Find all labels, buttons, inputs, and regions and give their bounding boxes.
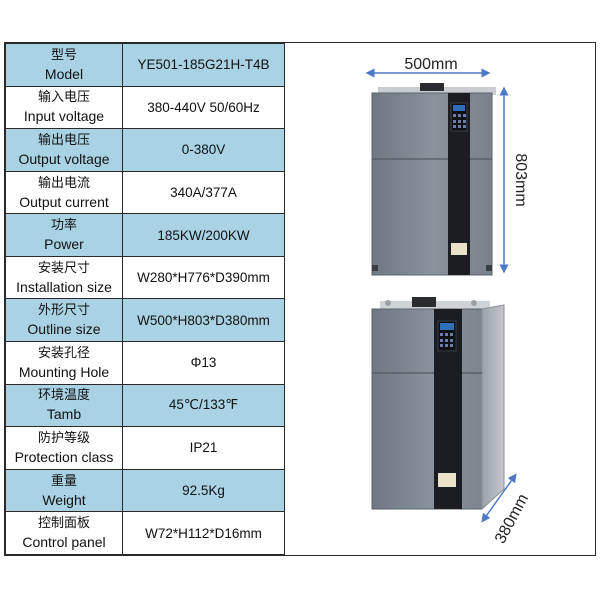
spec-label-english: Protection class [14,448,114,465]
spec-label-chinese: 功率 [50,218,77,234]
spec-label-chinese: 外形尺寸 [37,303,90,319]
spec-label: 安装尺寸 Installation size [5,255,123,300]
spec-row: 功率 Power 185KW/200KW [5,213,285,257]
spec-row: 安装孔径 Mounting Hole Φ13 [5,341,285,385]
spec-label-english: Mounting Hole [18,363,110,380]
spec-label-chinese: 型号 [50,47,77,63]
spec-sheet: 型号 Model YE501-185G21H-T4B 输入电压 Input voltag… [4,42,596,556]
spec-value: 92.5Kg [122,468,285,513]
spec-label-chinese: 安装尺寸 [37,260,90,276]
spec-label: 输出电压 Output voltage [5,128,123,172]
spec-label-chinese: 输出电压 [37,132,90,148]
spec-label-english: Power [44,236,84,253]
spec-value: W72*H112*D16mm [122,511,285,555]
spec-label-english: Tamb [46,406,82,423]
spec-value: 380-440V 50/60Hz [122,85,285,130]
inverter-perspective-view [371,297,505,511]
spec-value: 185KW/200KW [122,213,285,257]
spec-label-english: Output current [19,193,109,210]
spec-label: 安装孔径 Mounting Hole [5,341,123,385]
spec-row: 控制面板 Control panel W72*H112*D16mm [5,511,285,555]
spec-label-english: Control panel [22,534,106,551]
product-photo-panel: 500mm 803mm [288,43,594,555]
spec-label-chinese: 重量 [50,473,77,489]
spec-label: 外形尺寸 Outline size [5,298,123,343]
spec-row: 安装尺寸 Installation size W280*H776*D390mm [5,255,285,300]
spec-value: 45℃/133℉ [122,383,285,428]
spec-row: 外形尺寸 Outline size W500*H803*D380mm [5,298,285,343]
depth-dimension-arrow [481,473,517,523]
spec-label-chinese: 环境温度 [37,388,90,404]
spec-label-english: Model [44,65,84,82]
spec-label: 输出电流 Output current [5,170,123,215]
spec-label-english: Installation size [16,278,112,295]
spec-row: 型号 Model YE501-185G21H-T4B [5,43,285,87]
spec-label-chinese: 输出电流 [37,175,90,191]
spec-value: 340A/377A [122,170,285,215]
spec-row: 重量 Weight 92.5Kg [5,468,285,513]
spec-label-chinese: 防护等级 [37,430,90,446]
spec-row: 输入电压 Input voltage 380-440V 50/60Hz [5,85,285,130]
spec-label-english: Weight [42,491,86,508]
spec-row: 环境温度 Tamb 45℃/133℉ [5,383,285,428]
inverter-illustration: 500mm 803mm [365,56,532,546]
spec-label: 防护等级 Protection class [5,426,123,470]
spec-label: 功率 Power [5,213,123,257]
spec-value: W500*H803*D380mm [122,298,285,343]
spec-row: 防护等级 Protection class IP21 [5,426,285,470]
spec-value: Φ13 [122,341,285,385]
spec-value: IP21 [122,426,285,470]
spec-label: 输入电压 Input voltage [5,85,123,130]
inverter-front-view [371,83,496,276]
spec-table: 型号 Model YE501-185G21H-T4B 输入电压 Input voltag… [5,43,285,555]
spec-label-english: Output voltage [18,150,110,167]
height-dimension-label: 803mm [512,153,529,206]
spec-label-english: Input voltage [23,108,105,125]
spec-label: 重量 Weight [5,468,123,513]
spec-label-chinese: 输入电压 [37,90,90,106]
spec-label: 控制面板 Control panel [5,511,123,555]
spec-label-english: Outline size [27,321,101,338]
spec-row: 输出电压 Output voltage 0-380V [5,128,285,172]
spec-value: YE501-185G21H-T4B [122,43,285,87]
spec-label: 环境温度 Tamb [5,383,123,428]
spec-label-chinese: 安装孔径 [37,345,90,361]
spec-label: 型号 Model [5,43,123,87]
spec-value: 0-380V [122,128,285,172]
spec-value: W280*H776*D390mm [122,255,285,300]
spec-row: 输出电流 Output current 340A/377A [5,170,285,215]
width-dimension-label: 500mm [404,56,457,73]
spec-label-chinese: 控制面板 [37,516,90,532]
